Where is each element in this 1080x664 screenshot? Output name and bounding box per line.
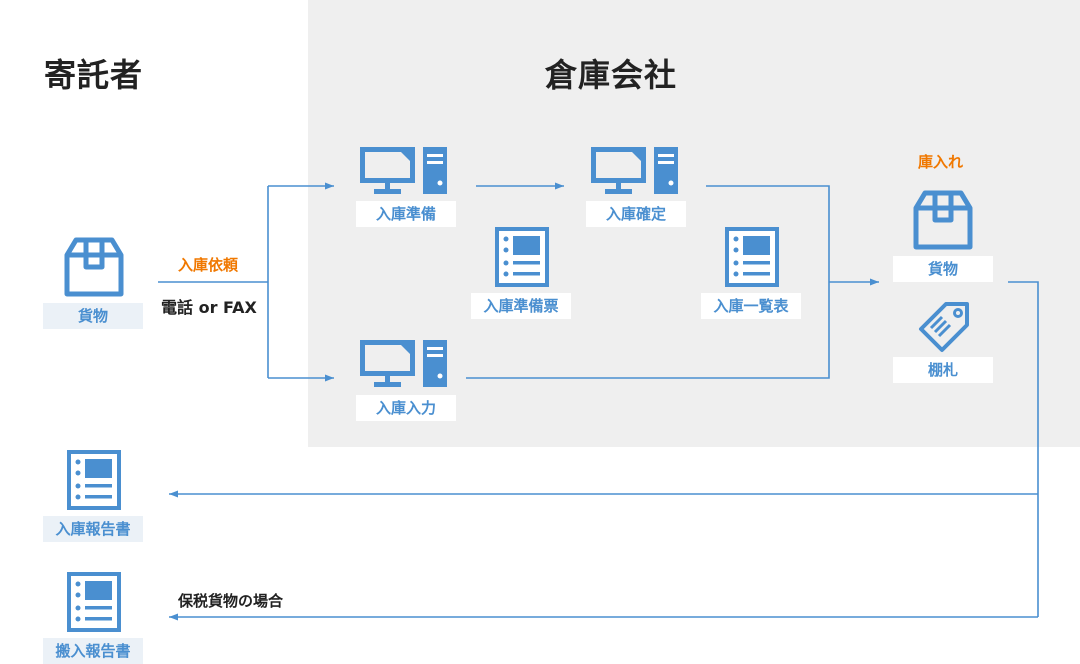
cargo-label-right: 貨物 [893,256,993,282]
box-icon [913,190,973,250]
cargo-label-left: 貨物 [43,303,143,329]
document-icon [495,227,549,287]
warehouse-heading: 倉庫会社 [545,56,678,94]
receipt-report-label: 入庫報告書 [43,516,143,542]
computer-icon [360,340,447,387]
prep-slip-label: 入庫準備票 [471,293,571,319]
document-icon [725,227,779,287]
box-icon [64,237,124,297]
bonded-note: 保税貨物の場合 [178,592,284,610]
document-icon [67,450,121,510]
consignor-heading: 寄託者 [44,56,144,94]
channel-note: 電話 or FAX [161,298,257,317]
document-icon [67,572,121,632]
carry-in-report-label: 搬入報告書 [43,638,143,664]
input-label: 入庫入力 [356,395,456,421]
line-request-split [158,186,269,378]
stock-in-note: 庫入れ [918,153,964,171]
request-note: 入庫依頼 [178,256,239,274]
confirm-label: 入庫確定 [586,201,686,227]
shelf-tag-label: 棚札 [893,357,993,383]
prep-label: 入庫準備 [356,201,456,227]
tag-icon [919,302,969,352]
computer-icon [591,147,678,194]
list-label: 入庫一覧表 [701,293,801,319]
computer-icon [360,147,447,194]
line-cargo-return [1008,281,1039,617]
